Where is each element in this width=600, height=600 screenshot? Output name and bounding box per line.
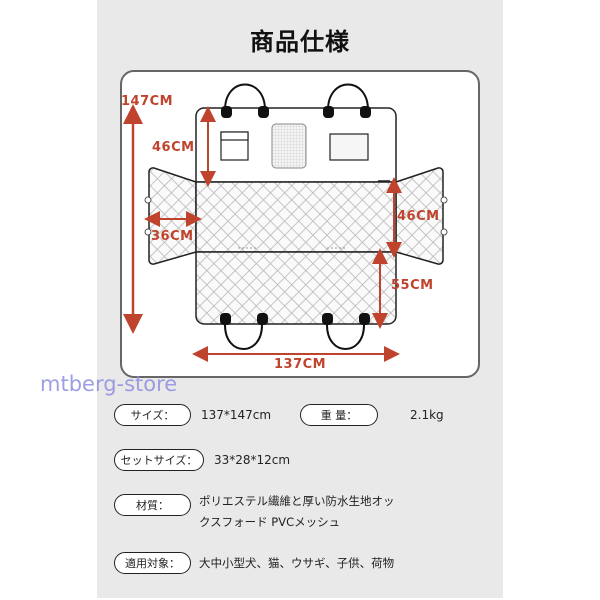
target-value: 大中小型犬、猫、ウサギ、子供、荷物 xyxy=(199,556,395,570)
spec-panel: 商品仕様 xyxy=(97,0,503,598)
material-line-2: クスフォード PVCメッシュ xyxy=(199,515,341,529)
seat-cover-illustration xyxy=(123,83,448,362)
spec-target: 適用対象： 大中小型犬、猫、ウサギ、子供、荷物 xyxy=(114,552,394,574)
page-title: 商品仕様 xyxy=(250,28,350,56)
backrest-height-label: 46CM xyxy=(152,140,195,155)
product-diagram: 147CM 46CM 36CM 46CM 55CM 137CM xyxy=(120,70,480,378)
side-flap-width-label: 36CM xyxy=(151,229,194,244)
side-flap-height-label: 46CM xyxy=(397,209,440,224)
total-height-label: 147CM xyxy=(121,94,174,109)
seat-depth-label: 55CM xyxy=(391,278,434,293)
width-label: 137CM xyxy=(274,357,327,372)
spec-weight: 重 量： 2.1kg xyxy=(300,404,444,426)
spec-size: サイズ： 137*147cm xyxy=(114,404,271,426)
size-value: 137*147cm xyxy=(201,408,272,422)
set-size-value: 33*28*12cm xyxy=(214,453,291,467)
spec-material: 材質： ポリエステル繊維と厚い防水生地オッ クスフォード PVCメッシュ xyxy=(114,491,395,533)
material-pill: 材質： xyxy=(114,494,191,516)
target-pill: 適用対象： xyxy=(114,552,191,574)
material-line-1: ポリエステル繊維と厚い防水生地オッ xyxy=(199,494,395,508)
spec-set-size: セットサイズ： 33*28*12cm xyxy=(114,449,290,471)
store-watermark: mtberg-store xyxy=(40,372,178,396)
material-value: ポリエステル繊維と厚い防水生地オッ クスフォード PVCメッシュ xyxy=(199,491,395,533)
weight-pill: 重 量： xyxy=(300,404,378,426)
set-size-pill: セットサイズ： xyxy=(114,449,204,471)
size-pill: サイズ： xyxy=(114,404,191,426)
weight-value: 2.1kg xyxy=(410,408,444,422)
